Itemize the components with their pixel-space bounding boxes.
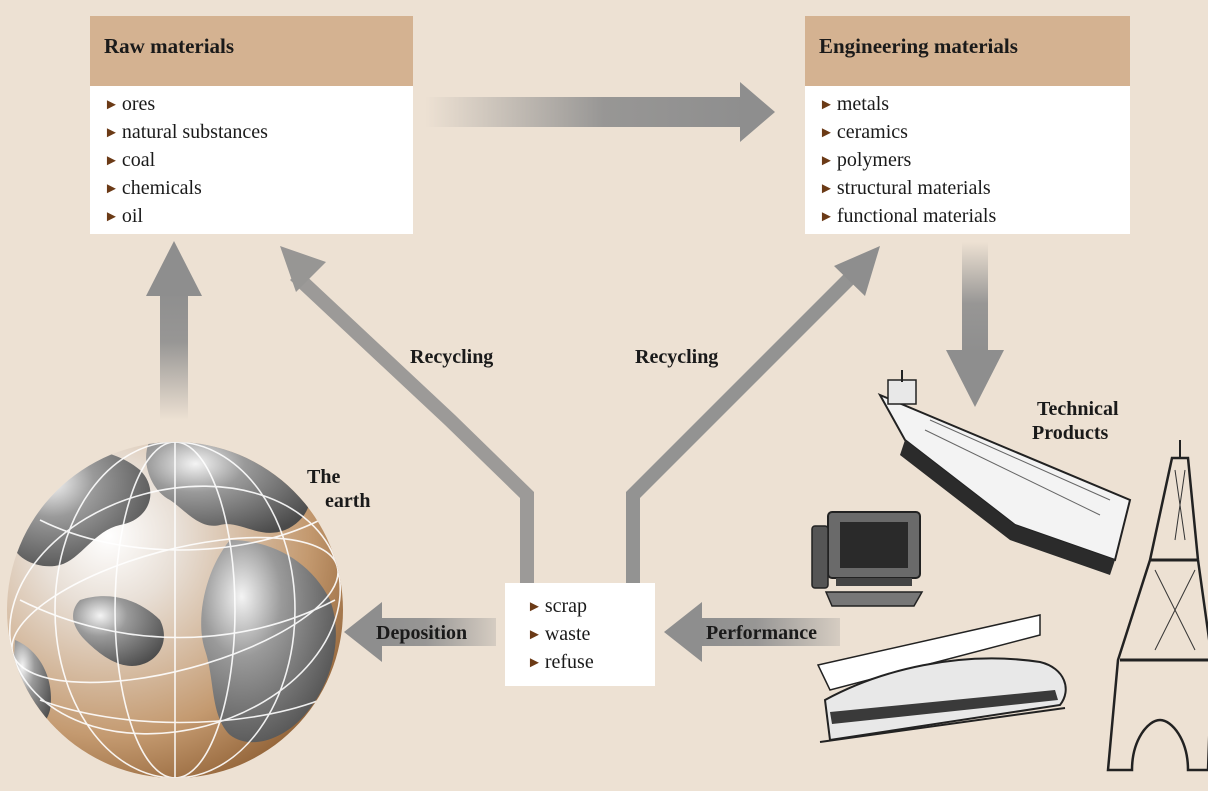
bullet-icon: ► (104, 181, 119, 197)
raw-materials-title: Raw materials (90, 16, 413, 86)
recycling-right-label: Recycling (635, 346, 719, 368)
list-item: ►coal (104, 149, 156, 171)
earth-label-line2: earth (325, 490, 371, 512)
arrow-performance (664, 602, 840, 662)
bullet-icon: ► (819, 181, 834, 197)
raw-materials-list-panel: ►ores ►natural substances ►coal ►chemica… (90, 86, 413, 234)
list-item: ►waste (527, 623, 591, 645)
list-item: ►functional materials (819, 205, 997, 227)
ship-illustration (877, 370, 1132, 575)
list-item: ►scrap (527, 595, 588, 617)
deposition-label: Deposition (376, 622, 468, 644)
eiffel-tower-illustration (1106, 440, 1208, 772)
list-item: ►ores (104, 93, 156, 115)
engineering-materials-box: Engineering materials ►metals ►ceramics … (805, 16, 1130, 234)
arrow-earth-to-raw (146, 241, 202, 420)
recycling-left-label: Recycling (410, 346, 494, 368)
bullet-icon: ► (819, 153, 834, 169)
list-item: ►ceramics (819, 121, 908, 143)
bullet-icon: ► (819, 209, 834, 225)
arrow-recycling-to-raw (280, 246, 534, 585)
waste-list: ►scrap ►waste ►refuse (527, 593, 641, 677)
bullet-icon: ► (104, 97, 119, 113)
list-item: ►chemicals (104, 177, 202, 199)
train-illustration (816, 614, 1067, 743)
bullet-icon: ► (527, 627, 542, 643)
waste-box: ►scrap ►waste ►refuse (505, 583, 655, 686)
list-item: ►structural materials (819, 177, 991, 199)
waste-list-panel: ►scrap ►waste ►refuse (505, 583, 655, 686)
bullet-icon: ► (527, 655, 542, 671)
arrow-raw-to-engineering (425, 82, 775, 142)
list-item: ►polymers (819, 149, 912, 171)
list-item: ►oil (104, 205, 143, 227)
bullet-icon: ► (819, 125, 834, 141)
raw-materials-list: ►ores ►natural substances ►coal ►chemica… (104, 91, 399, 231)
arrow-recycling-to-engineering (626, 246, 880, 585)
bullet-icon: ► (527, 599, 542, 615)
engineering-materials-list-panel: ►metals ►ceramics ►polymers ►structural … (805, 86, 1130, 234)
arrow-deposition (344, 602, 496, 662)
bullet-icon: ► (104, 125, 119, 141)
list-item: ►natural substances (104, 121, 268, 143)
earth-label-line1: The (307, 466, 341, 488)
bullet-icon: ► (104, 153, 119, 169)
list-item: ►metals (819, 93, 890, 115)
earth-label: The earth (307, 465, 371, 513)
list-item: ►refuse (527, 651, 594, 673)
raw-materials-box: Raw materials ►ores ►natural substances … (90, 16, 413, 234)
bullet-icon: ► (819, 97, 834, 113)
technical-products-line1: Technical (1037, 398, 1119, 420)
bullet-icon: ► (104, 209, 119, 225)
engineering-materials-list: ►metals ►ceramics ►polymers ►structural … (819, 91, 1116, 231)
technical-products-line2: Products (1032, 422, 1109, 444)
engineering-materials-title: Engineering materials (805, 16, 1130, 86)
performance-label: Performance (706, 622, 818, 644)
technical-products-label: Technical Products (1032, 397, 1119, 445)
arrow-engineering-to-products (946, 242, 1004, 407)
computer-illustration (811, 511, 924, 607)
